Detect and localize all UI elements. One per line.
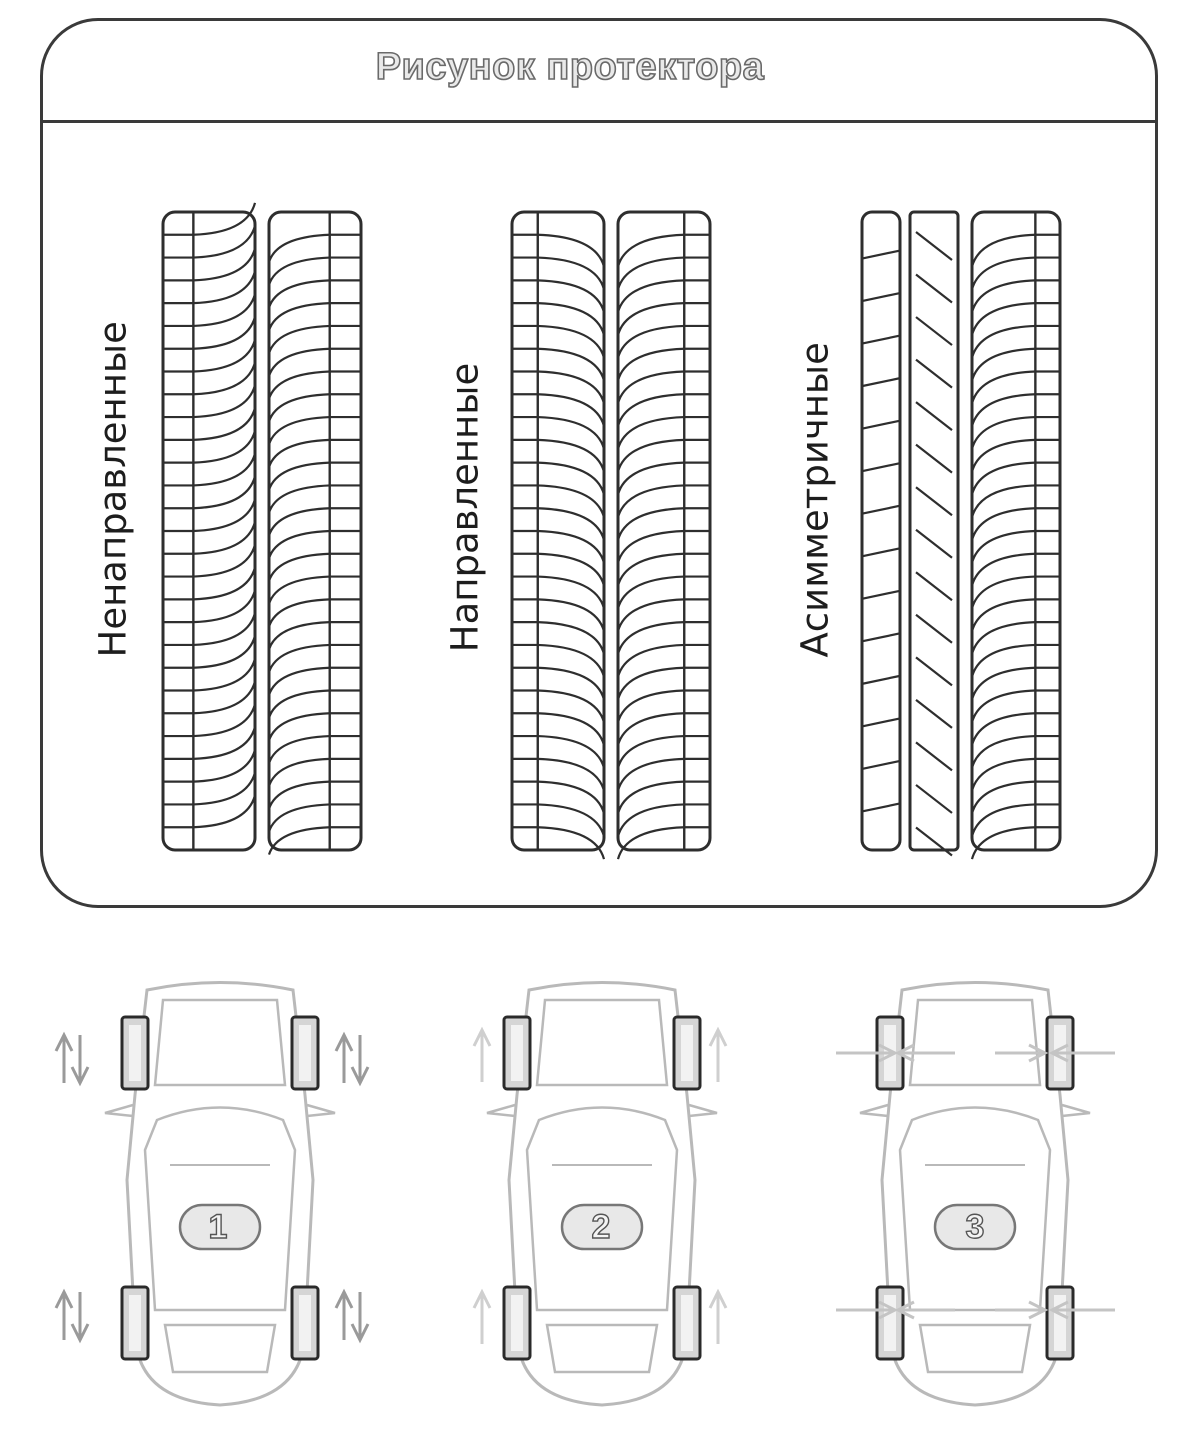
car-number-badge (933, 1203, 1017, 1251)
car-number-2: 2 (591, 1207, 611, 1246)
car-diagram-3 (836, 981, 1115, 1407)
car-number-1: 1 (208, 1207, 228, 1246)
tire-non-directional (161, 202, 363, 855)
panel-title: Рисунок протектора (375, 45, 765, 89)
car-number-3: 3 (965, 1207, 985, 1246)
car-number-badge (560, 1203, 644, 1251)
header-divider (40, 120, 1158, 123)
car-diagram-2 (472, 981, 728, 1407)
tire-asymmetric (860, 210, 1062, 860)
tread-pattern-panel (40, 18, 1158, 908)
car-diagram-1 (54, 981, 370, 1407)
tire-directional (510, 210, 712, 860)
tread-diagrams (161, 202, 1062, 860)
car-number-badge (178, 1203, 262, 1251)
